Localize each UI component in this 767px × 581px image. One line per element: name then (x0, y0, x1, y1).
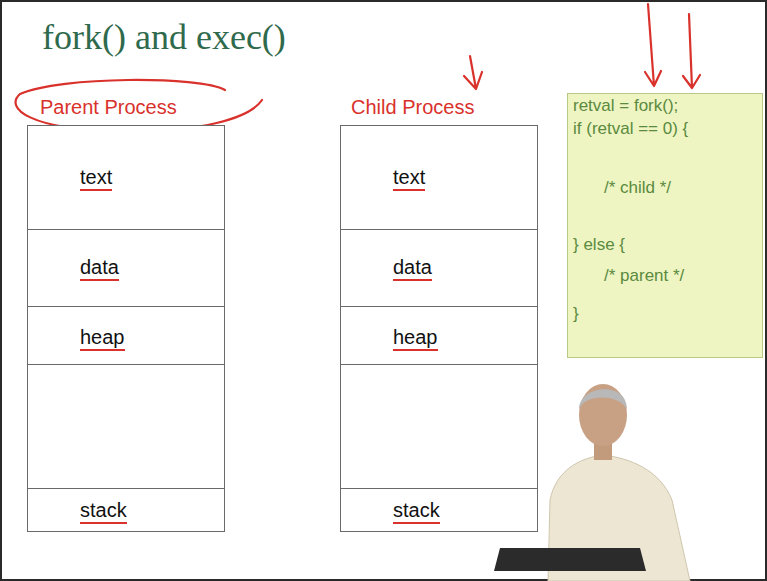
text-slot: heap (80, 326, 125, 351)
segment-label: heap (80, 326, 125, 351)
stack-segment: stack (341, 488, 537, 531)
text-slot: /* parent */ (604, 266, 684, 286)
code-comment: /* parent */ (604, 266, 684, 286)
text-slot: stack (393, 499, 440, 524)
text-slot: retval = fork(); (573, 96, 678, 116)
code-line: retval = fork(); (573, 96, 678, 116)
text-slot: heap (393, 326, 438, 351)
segment-label: stack (393, 499, 440, 524)
text-slot: /* child */ (604, 178, 671, 198)
slide-title: fork() and exec() (42, 16, 286, 58)
segment-label: stack (80, 499, 127, 524)
text-slot: } else { (573, 235, 625, 255)
process-image: Child Processtextdataheapstack (340, 125, 538, 532)
pointer-arrow (464, 56, 482, 89)
pointer-arrow (645, 4, 661, 86)
data-segment: data (341, 230, 537, 307)
segment-label: data (80, 256, 119, 281)
text-segment: text (341, 126, 537, 230)
text-segment: text (28, 126, 224, 230)
pointer-arrow (683, 14, 700, 88)
hair (579, 389, 627, 410)
process-heading: Parent Process (40, 95, 177, 119)
code-line: } else { (573, 235, 625, 255)
code-line: if (retval == 0) { (573, 119, 688, 139)
head (579, 384, 627, 446)
process-heading: Child Process (351, 95, 474, 119)
segment-label: text (80, 166, 112, 191)
segment-label: text (393, 166, 425, 191)
circle-annotation (16, 80, 262, 131)
process-image: Parent Processtextdataheapstack (27, 125, 225, 532)
text-slot: data (80, 256, 119, 281)
code-line: } (573, 304, 579, 324)
code-comment: /* child */ (604, 178, 671, 198)
heap-segment: heap (341, 307, 537, 365)
laptop (494, 548, 646, 571)
segment-label: heap (393, 326, 438, 351)
text-slot: text (80, 166, 112, 191)
code-box: retval = fork(); if (retval == 0) { /* chi… (567, 93, 763, 358)
text-slot: data (393, 256, 432, 281)
text-slot: stack (80, 499, 127, 524)
text-slot: text (393, 166, 425, 191)
text-slot: if (retval == 0) { (573, 119, 688, 139)
heap-segment: heap (28, 307, 224, 365)
stack-segment: stack (28, 488, 224, 531)
text-slot: Child Process (351, 95, 474, 119)
text-slot: } (573, 304, 579, 324)
data-segment: data (28, 230, 224, 307)
text-slot: Parent Process (40, 95, 177, 119)
segment-label: data (393, 256, 432, 281)
